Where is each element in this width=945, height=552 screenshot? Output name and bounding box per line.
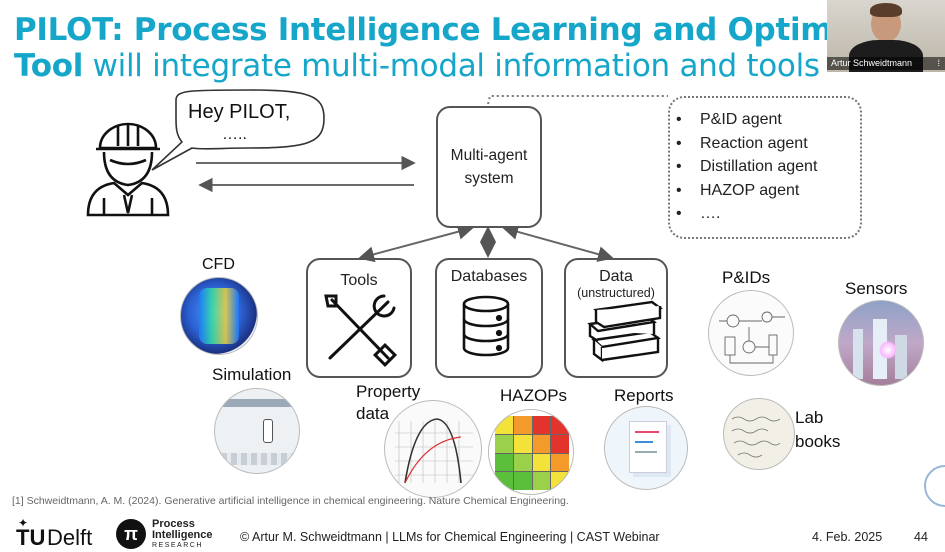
- reports-image: [604, 406, 688, 490]
- report-doc-icon: [629, 421, 667, 473]
- data-label: Data: [599, 268, 633, 285]
- data-sublabel: (unstructured): [577, 286, 655, 300]
- agent-item: Distillation agent: [676, 155, 860, 179]
- mic-icon: ⁞: [937, 58, 940, 68]
- webcam-video[interactable]: Artur Schweidtmann ⁞: [827, 0, 945, 72]
- agent-item: Reaction agent: [676, 132, 860, 156]
- simulation-label: Simulation: [212, 365, 292, 384]
- sensors-image: [838, 300, 924, 386]
- webcam-name-tag: Artur Schweidtmann ⁞: [827, 57, 945, 70]
- speech-line2: …..: [222, 126, 247, 143]
- property-data-image: [384, 400, 482, 498]
- phase-diagram-icon: [395, 418, 473, 484]
- corner-logo-icon: [924, 465, 945, 507]
- agent-item: ….: [676, 202, 860, 226]
- lab-books-image: [723, 398, 795, 470]
- mas-line2: system: [464, 170, 514, 187]
- pids-label: P&IDs: [722, 268, 771, 287]
- pi-line2: Intelligence: [152, 529, 213, 541]
- reference-text: [1] Schweidtmann, A. M. (2024). Generati…: [12, 495, 569, 507]
- arrow-mas-tools: [358, 223, 474, 263]
- hazops-label: HAZOPs: [500, 386, 568, 405]
- agent-item: P&ID agent: [676, 108, 860, 132]
- footer-credit: © Artur M. Schweidtmann | LLMs for Chemi…: [240, 530, 660, 544]
- delft-text: Delft: [47, 525, 93, 550]
- property-label-1: Property: [356, 382, 421, 401]
- agents-connector: [487, 95, 668, 105]
- simulation-image: [214, 388, 300, 474]
- webcam-hair-icon: [870, 3, 902, 17]
- process-intelligence-logo: π Process Intelligence RESEARCH: [116, 518, 236, 552]
- arrow-mas-data: [502, 224, 614, 262]
- multi-agent-system-box[interactable]: Multi-agent system: [436, 106, 542, 228]
- data-box[interactable]: Data (unstructured): [564, 258, 668, 378]
- sensors-label: Sensors: [845, 279, 908, 298]
- pids-image: [708, 290, 794, 376]
- title-line2-rest: will integrate multi-modal information a…: [83, 48, 820, 84]
- hazops-image: [488, 409, 574, 495]
- cfd-label: CFD: [202, 256, 235, 273]
- handwriting-icon: [731, 416, 781, 458]
- page-number: 44: [914, 530, 928, 544]
- title-line2-bold: Tool: [14, 48, 84, 84]
- pid-diagram-icon: [719, 311, 785, 364]
- cfd-image: [180, 277, 258, 355]
- report-chart-icon: [635, 431, 659, 433]
- reports-label: Reports: [614, 386, 674, 405]
- lab-label-1: Lab: [795, 408, 824, 427]
- mas-line1: Multi-agent: [450, 147, 528, 164]
- speech-line1: Hey PILOT,: [188, 101, 291, 123]
- sim-column-icon: [263, 419, 273, 443]
- plant-icon: [853, 329, 863, 379]
- tudelft-logo: ✦ TU Delft: [14, 516, 114, 552]
- databases-label: Databases: [450, 268, 528, 285]
- footer-date: 4. Feb. 2025: [812, 530, 883, 544]
- pi-line3: RESEARCH: [152, 542, 203, 549]
- engineer-icon: [86, 122, 170, 217]
- sim-grid: [221, 453, 295, 465]
- sensor-glow-icon: [879, 341, 897, 359]
- sim-toolbar: [215, 399, 299, 407]
- pi-circle-icon: π: [116, 519, 146, 549]
- agents-list-box: P&ID agent Reaction agent Distillation a…: [668, 96, 862, 239]
- speech-bubble: [151, 89, 325, 171]
- tools-icon: [324, 294, 398, 368]
- tools-box[interactable]: Tools: [306, 258, 412, 378]
- pi-line1: Process: [152, 518, 195, 530]
- databases-box[interactable]: Databases: [435, 258, 543, 378]
- hazop-matrix-icon: [495, 416, 569, 490]
- webcam-name: Artur Schweidtmann: [831, 58, 913, 68]
- lab-label-2: books: [795, 432, 841, 451]
- tudelft-flame-icon: ✦: [18, 516, 29, 530]
- property-label-2: data: [356, 404, 390, 423]
- slide-title: PILOT: Process Intelligence Learning and…: [14, 12, 854, 84]
- agent-item: HAZOP agent: [676, 179, 860, 203]
- database-icon: [462, 295, 510, 357]
- cfd-vessel-icon: [199, 288, 239, 344]
- tu-text: TU: [16, 525, 46, 550]
- title-line1: PILOT: Process Intelligence Learning and…: [14, 12, 854, 48]
- books-icon: [587, 300, 663, 363]
- tools-label: Tools: [340, 272, 378, 289]
